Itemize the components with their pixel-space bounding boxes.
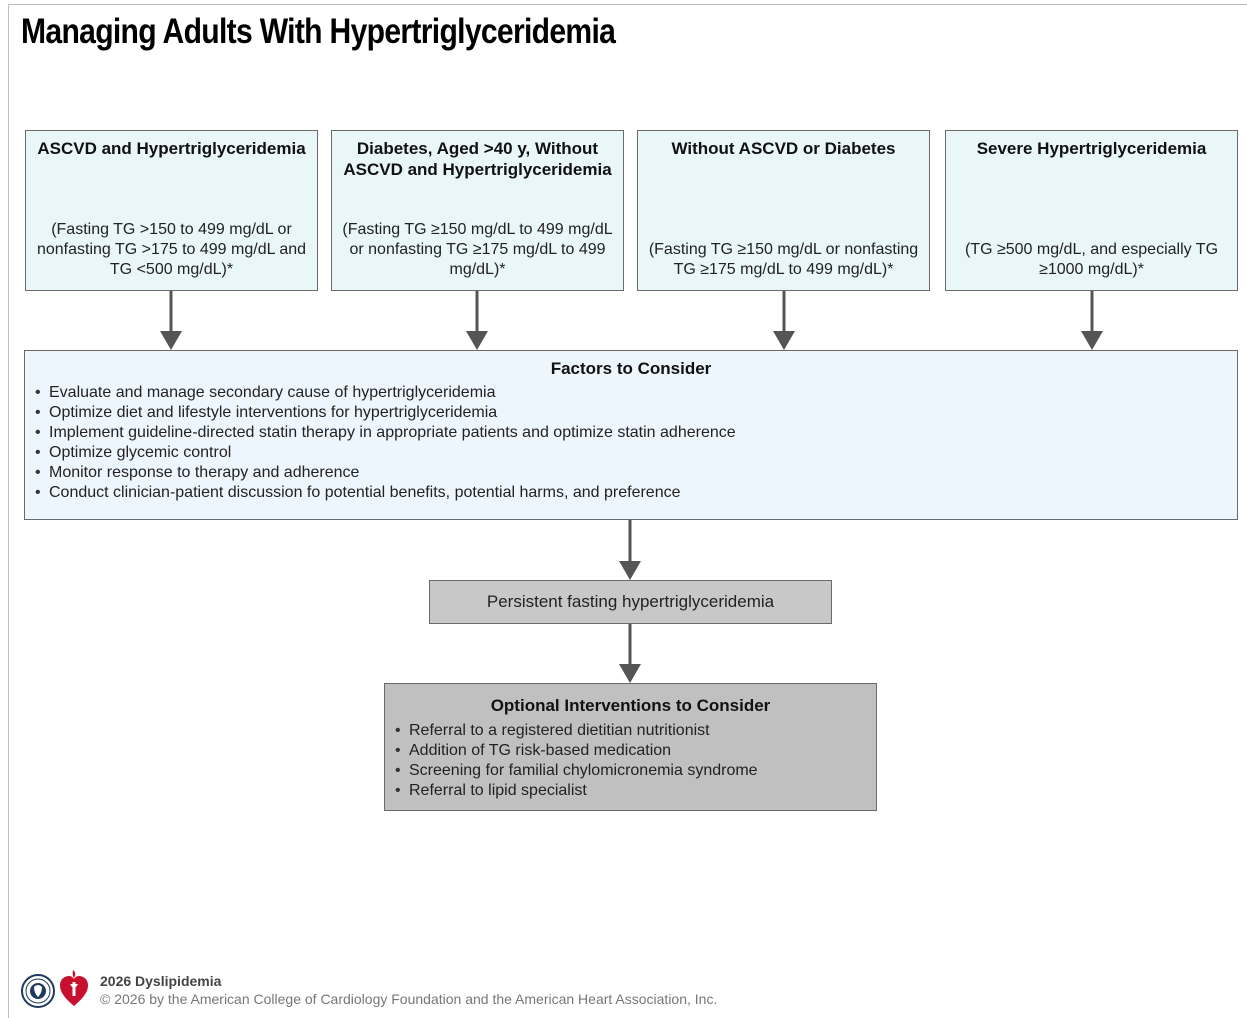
- optional-title: Optional Interventions to Consider: [490, 696, 771, 715]
- category-title: Severe Hypertriglyceridemia: [976, 139, 1207, 158]
- factors-list: •Evaluate and manage secondary cause of …: [35, 383, 736, 503]
- list-item: •Screening for familial chylomicronemia …: [395, 762, 758, 779]
- arrow-diabetes-to-factors: [466, 291, 488, 350]
- category-title: Diabetes, Aged >40 y, Without ASCVD and …: [343, 139, 612, 179]
- arrow-factors-to-persistent: [619, 520, 641, 580]
- footer-copyright: © 2026 by the American College of Cardio…: [100, 991, 718, 1007]
- category-criteria: (Fasting TG >150 to 499 mg/dL or nonfast…: [36, 221, 307, 278]
- category-criteria: (TG ≥500 mg/dL, and especially TG ≥1000 …: [964, 241, 1219, 278]
- list-item: •Referral to lipid specialist: [395, 782, 587, 799]
- list-item: •Addition of TG risk-based medication: [395, 742, 672, 759]
- factors-title: Factors to Consider: [550, 359, 712, 378]
- list-item: •Evaluate and manage secondary cause of …: [35, 384, 496, 401]
- list-item: •Monitor response to therapy and adheren…: [35, 464, 360, 481]
- frame-top-border: [8, 4, 1247, 5]
- category-box-ascvd: ASCVD and Hypertriglyceridemia (Fasting …: [25, 130, 318, 291]
- frame-left-border: [8, 4, 9, 1018]
- acc-seal-icon: [21, 974, 55, 1008]
- category-box-without-ascvd-or-diabetes: Without ASCVD or Diabetes (Fasting TG ≥1…: [637, 130, 930, 291]
- arrow-ascvd-to-factors: [160, 291, 182, 350]
- factors-box: Factors to Consider •Evaluate and manage…: [24, 350, 1238, 520]
- category-title: ASCVD and Hypertriglyceridemia: [37, 139, 306, 158]
- category-title: Without ASCVD or Diabetes: [671, 139, 896, 158]
- list-item: •Optimize diet and lifestyle interventio…: [35, 404, 498, 421]
- list-item: •Conduct clinician-patient discussion fo…: [35, 484, 681, 501]
- arrow-persistent-to-optional: [619, 624, 641, 683]
- list-item: •Optimize glycemic control: [35, 444, 232, 461]
- category-box-diabetes: Diabetes, Aged >40 y, Without ASCVD and …: [331, 130, 624, 291]
- category-criteria: (Fasting TG ≥150 mg/dL to 499 mg/dL or n…: [342, 221, 613, 278]
- list-item: •Referral to a registered dietitian nutr…: [395, 722, 710, 739]
- arrow-severe-to-factors: [1081, 291, 1103, 350]
- list-item: •Implement guideline-directed statin the…: [35, 424, 736, 441]
- category-criteria: (Fasting TG ≥150 mg/dL or nonfasting TG …: [648, 241, 919, 278]
- optional-interventions-box: Optional Interventions to Consider •Refe…: [384, 683, 877, 811]
- persistent-box: Persistent fasting hypertriglyceridemia: [429, 580, 832, 624]
- arrow-without-to-factors: [773, 291, 795, 350]
- optional-list: •Referral to a registered dietitian nutr…: [395, 721, 758, 801]
- aha-heart-torch-icon: [60, 970, 88, 1006]
- page-title: Managing Adults With Hypertriglyceridemi…: [21, 12, 616, 51]
- category-box-severe: Severe Hypertriglyceridemia (TG ≥500 mg/…: [945, 130, 1238, 291]
- footer-title: 2026 Dyslipidemia: [100, 973, 222, 989]
